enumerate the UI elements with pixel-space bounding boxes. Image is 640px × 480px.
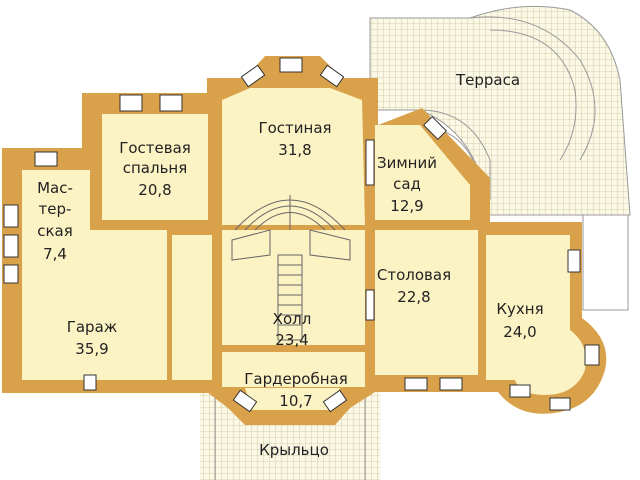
room-hall [222,230,365,345]
label-kitchen: Кухня [496,300,543,318]
room-corridor [172,235,212,380]
room-kitchen [486,235,586,395]
room-wardrobe-bay [245,388,340,410]
label-terrace: Терраса [455,71,520,89]
windows [3,57,600,413]
room-winter-garden [375,125,470,220]
label-porch: Крыльцо [259,441,329,459]
label-wardrobe: Гардеробная [244,370,347,388]
label-living: Гостиная [258,119,331,137]
room-garage [22,230,167,380]
room-dining [375,230,478,375]
label-guest-1: Гостевая [119,139,191,157]
label-winter-1: Зимний [377,154,437,172]
label-winter-2: сад [393,175,421,193]
area-kitchen: 24,0 [503,323,536,341]
label-workshop-1: Мас- [37,179,73,197]
area-workshop: 7,4 [43,245,67,263]
area-hall: 23,4 [275,331,308,349]
area-dining: 22,8 [397,288,430,306]
room-wardrobe [222,352,365,387]
terrace [369,5,631,311]
label-hall: Холл [273,310,312,328]
area-winter: 12,9 [390,197,423,215]
label-guest-2: спальня [123,159,188,177]
label-dining: Столовая [377,266,451,284]
label-workshop-2: тер- [39,200,72,218]
label-garage: Гараж [67,318,118,336]
area-living: 31,8 [278,141,311,159]
room-guest-bedroom [102,114,208,220]
label-workshop-3: ская [37,222,73,240]
area-wardrobe: 10,7 [279,392,312,410]
room-workshop [22,170,90,235]
staircase [231,195,351,341]
rooms [22,88,586,410]
area-garage: 35,9 [75,340,108,358]
room-living [222,88,365,225]
room-labels: Терраса Гостевая спальня 20,8 Гостиная 3… [37,71,544,459]
area-guest: 20,8 [138,181,171,199]
